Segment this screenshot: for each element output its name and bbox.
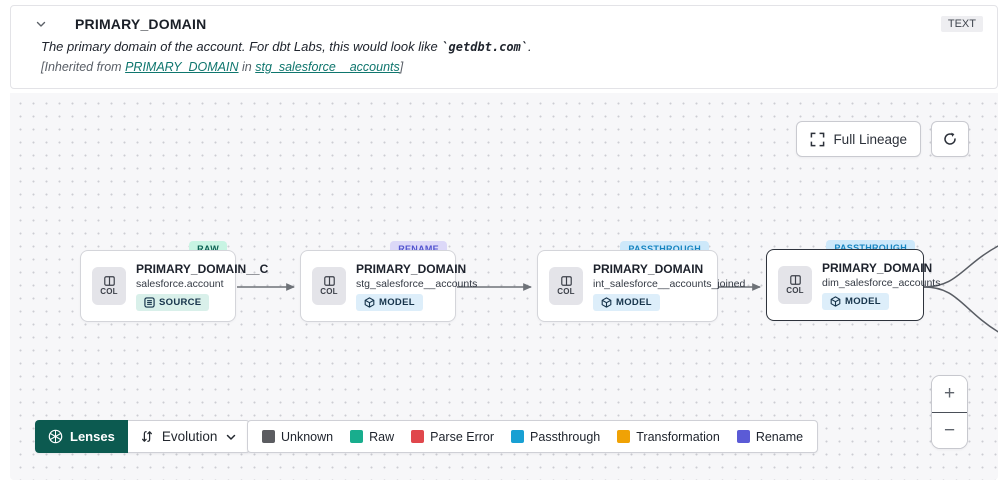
description-text: The primary domain of the account. For d… <box>41 39 442 54</box>
column-details-panel: PRIMARY_DOMAIN TEXT The primary domain o… <box>10 5 998 89</box>
col-label: COL <box>557 287 575 296</box>
node-type-badge: MODEL <box>356 293 423 311</box>
column-icon <box>323 276 335 286</box>
evolution-legend: Unknown Raw Parse Error Passthrough Tran… <box>247 420 819 453</box>
legend-label: Passthrough <box>530 429 601 444</box>
lineage-node-salesforce-account[interactable]: RAW COL PRIMARY_DOMAIN__C salesforce.acc… <box>80 241 268 322</box>
legend-item-unknown: Unknown <box>262 430 333 444</box>
model-cube-icon <box>601 296 612 308</box>
description-code: `getdbt.com` <box>441 40 529 54</box>
legend-swatch <box>262 430 275 443</box>
lineage-node-int-salesforce-accounts-joined[interactable]: PASSTHROUGH COL PRIMARY_DOMAIN int_sales… <box>537 241 745 322</box>
node-subtitle: stg_salesforce__accounts <box>356 277 478 290</box>
node-card[interactable]: COL PRIMARY_DOMAIN stg_salesforce__accou… <box>300 250 477 322</box>
lineage-node-stg-salesforce-accounts[interactable]: RENAME COL PRIMARY_DOMAIN stg_salesforce… <box>300 241 477 322</box>
full-lineage-label: Full Lineage <box>833 131 907 147</box>
zoom-out-button[interactable]: − <box>932 412 967 448</box>
lens-select-evolution[interactable]: Evolution <box>127 420 251 453</box>
refresh-icon <box>944 132 956 145</box>
legend-item-parse-error: Parse Error <box>411 430 494 444</box>
evolution-arrows-icon <box>141 431 152 442</box>
legend-swatch <box>350 430 364 443</box>
source-icon <box>144 296 155 308</box>
column-header-row: PRIMARY_DOMAIN TEXT <box>11 6 997 32</box>
legend-item-raw: Raw <box>350 430 394 444</box>
node-title: PRIMARY_DOMAIN__C <box>136 261 269 276</box>
node-title: PRIMARY_DOMAIN <box>593 261 704 276</box>
model-cube-icon <box>830 295 841 307</box>
inherited-middle: in <box>238 60 256 74</box>
chevron-down-icon <box>227 434 236 440</box>
lenses-control: Lenses Evolution <box>35 420 251 453</box>
node-card[interactable]: COL PRIMARY_DOMAIN int_salesforce__accou… <box>537 250 745 322</box>
node-type-badge: MODEL <box>593 293 660 311</box>
legend-label: Transformation <box>636 429 720 444</box>
full-lineage-button[interactable]: Full Lineage <box>796 121 921 157</box>
column-type-badge: TEXT <box>940 16 983 32</box>
legend-label: Unknown <box>281 429 334 444</box>
legend-swatch <box>411 430 425 443</box>
node-type-label: MODEL <box>845 295 881 307</box>
legend-item-passthrough: Passthrough <box>511 430 600 444</box>
node-type-label: MODEL <box>379 296 415 308</box>
expand-icon <box>811 132 825 146</box>
legend-item-rename: Rename <box>736 429 804 444</box>
lineage-canvas[interactable]: Full Lineage RAW COL PRIMARY_DOMAIN__C s… <box>10 93 998 480</box>
node-type-label: SOURCE <box>159 296 202 308</box>
legend-label: Parse Error <box>430 429 495 444</box>
legend-swatch <box>617 430 631 443</box>
model-cube-icon <box>364 296 375 308</box>
node-title: PRIMARY_DOMAIN <box>356 261 467 276</box>
node-card-selected[interactable]: COL PRIMARY_DOMAIN dim_salesforce_accoun… <box>766 249 940 321</box>
column-icon-box: COL <box>778 266 812 304</box>
collapse-chevron-down-icon[interactable] <box>33 16 49 32</box>
refresh-button[interactable] <box>931 121 969 157</box>
node-subtitle: dim_salesforce_accounts <box>822 276 941 289</box>
lenses-label: Lenses <box>70 429 115 444</box>
lens-selected-label: Evolution <box>161 429 218 444</box>
node-subtitle: int_salesforce__accounts_joined <box>593 277 746 290</box>
legend-swatch <box>511 430 525 443</box>
legend-label: Rename <box>755 429 804 444</box>
column-icon <box>560 276 572 286</box>
node-type-badge: MODEL <box>822 292 889 310</box>
lens-aperture-icon <box>48 429 63 444</box>
col-label: COL <box>786 286 804 295</box>
column-icon-box: COL <box>549 267 583 305</box>
node-type-badge: SOURCE <box>136 293 210 311</box>
zoom-controls: + − <box>931 375 968 449</box>
inherited-column-link[interactable]: PRIMARY_DOMAIN <box>125 60 239 74</box>
col-label: COL <box>320 287 338 296</box>
col-label: COL <box>100 287 118 296</box>
inherited-prefix: [Inherited from <box>41 60 126 74</box>
column-icon-box: COL <box>312 267 346 305</box>
inherited-suffix: ] <box>399 60 404 74</box>
zoom-in-button[interactable]: + <box>932 376 967 412</box>
column-icon <box>789 275 801 285</box>
lenses-button[interactable]: Lenses <box>35 420 128 453</box>
node-card[interactable]: COL PRIMARY_DOMAIN__C salesforce.account… <box>80 250 268 322</box>
column-description: The primary domain of the account. For d… <box>11 32 997 54</box>
column-icon-box: COL <box>92 267 126 305</box>
legend-item-transformation: Transformation <box>617 430 720 444</box>
column-title: PRIMARY_DOMAIN <box>75 16 207 32</box>
inherited-from-line: [Inherited from PRIMARY_DOMAIN in stg_sa… <box>11 54 997 74</box>
legend-swatch <box>736 430 750 443</box>
legend-label: Raw <box>369 429 395 444</box>
inherited-model-link[interactable]: stg_salesforce__accounts <box>255 60 400 74</box>
description-suffix: . <box>528 39 532 54</box>
node-title: PRIMARY_DOMAIN <box>822 260 933 275</box>
column-icon <box>103 276 115 286</box>
node-type-label: MODEL <box>616 296 652 308</box>
lineage-node-dim-salesforce-accounts[interactable]: PASSTHROUGH COL PRIMARY_DOMAIN dim_sales… <box>766 240 940 321</box>
node-subtitle: salesforce.account <box>136 277 224 290</box>
